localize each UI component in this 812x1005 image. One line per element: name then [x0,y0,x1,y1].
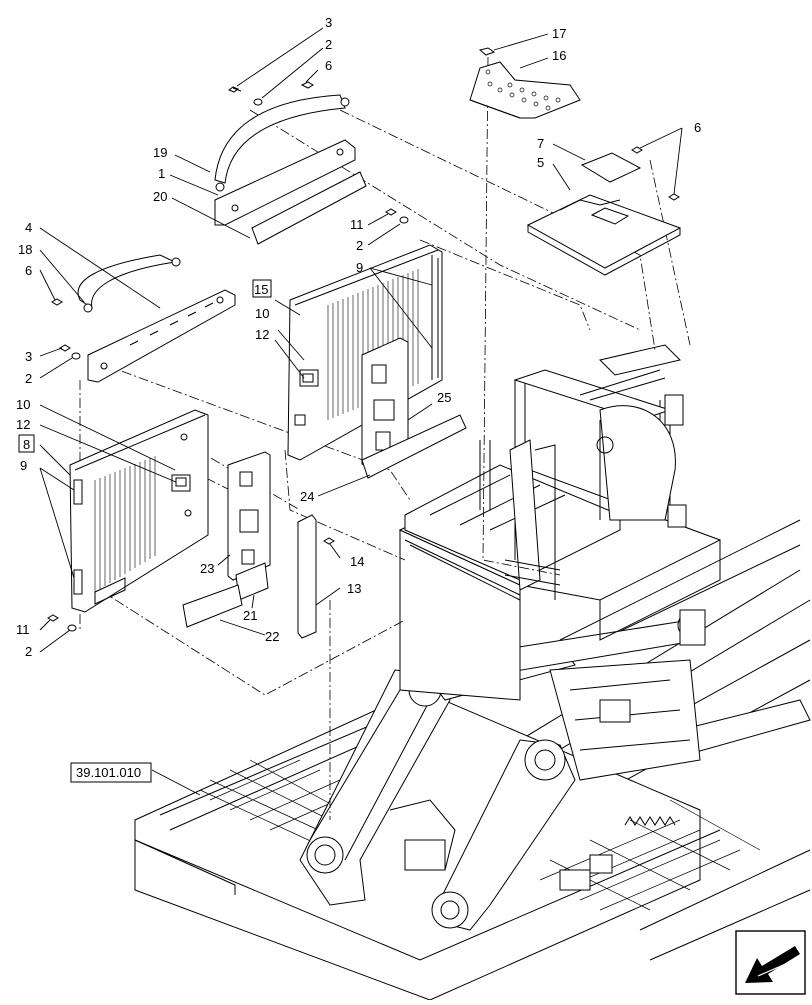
callout-14: 14 [350,554,364,569]
step-plate-part-16 [469,61,581,119]
callout-2: 2 [325,37,332,52]
callout-5: 5 [537,155,544,170]
callout-13: 13 [347,581,361,596]
callout-labels: 3 2 6 17 16 6 7 5 19 1 20 11 2 4 18 6 9 … [16,15,701,659]
bolt-icon [227,86,242,93]
bracket-part-1 [214,139,356,226]
bolt-icon [47,614,59,622]
reference-link[interactable]: 39.101.010 [70,762,152,783]
plate-part-4 [87,289,236,383]
rod-part-13 [297,514,317,639]
callout-3: 3 [325,15,332,30]
handrail-part-19 [214,94,350,192]
callout-6: 6 [325,58,332,73]
callout-15: 15 [254,282,268,297]
block-part-22 [182,584,243,628]
grille-panel-part-8 [69,409,209,613]
cover-plate-part-7 [580,152,642,183]
callout-7: 7 [537,136,544,151]
nut-icon [631,146,643,154]
callout-18: 18 [18,242,32,257]
callout-23: 23 [200,561,214,576]
tray-part-5 [526,194,682,276]
callout-16: 16 [552,48,566,63]
callout-box-15 [252,279,272,298]
callout-1: 1 [158,166,165,181]
callout-6: 6 [694,120,701,135]
nut-icon [300,81,314,89]
callout-12: 12 [16,417,30,432]
callout-2: 2 [25,644,32,659]
callout-4: 4 [25,220,32,235]
grille-panel-part-15 [287,244,443,461]
panel-part-23 [227,451,271,581]
callout-2: 2 [356,238,363,253]
pad-part-20 [251,171,367,245]
callout-19: 19 [153,145,167,160]
nut-icon [51,298,63,306]
callout-9: 9 [356,260,363,275]
washer-icon [399,216,409,224]
reference-label[interactable]: 39.101.010 [76,765,141,780]
nut-icon [668,193,680,201]
callout-9: 9 [20,458,27,473]
bolt-icon [59,344,71,352]
washer-icon [67,624,77,632]
callout-21: 21 [243,608,257,623]
next-page-arrow-icon[interactable] [735,930,806,995]
callout-11: 11 [350,217,364,232]
grille-slats-upper [327,269,419,420]
lower-chassis-frame [134,519,811,1001]
leader-lines [39,27,683,796]
bolt-icon [478,47,496,56]
callout-box-8 [18,434,35,453]
callout-12: 12 [255,327,269,342]
washer-icon [253,98,263,106]
callout-3: 3 [25,349,32,364]
callout-25: 25 [437,390,451,405]
callout-20: 20 [153,189,167,204]
callout-8: 8 [23,437,30,452]
callout-11: 11 [16,622,30,637]
callout-22: 22 [265,629,279,644]
callout-2: 2 [25,371,32,386]
callout-24: 24 [300,489,314,504]
callout-10: 10 [255,306,269,321]
grille-slats-lower [94,456,156,592]
bolt-icon [385,208,397,216]
handle-part-18 [77,254,181,313]
callout-17: 17 [552,26,566,41]
foam-part-24 [361,414,467,479]
step-holes [485,69,561,111]
nut-icon [323,537,335,545]
cab-frame-structure [398,344,722,701]
callout-10: 10 [16,397,30,412]
washer-icon [71,352,81,360]
callout-6: 6 [25,263,32,278]
fasteners [47,47,680,632]
